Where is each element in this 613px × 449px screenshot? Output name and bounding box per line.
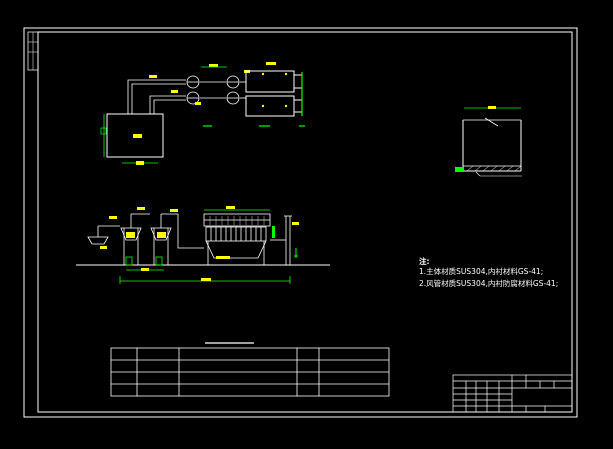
notes-heading: 注: [419,257,430,266]
elevation-view [76,206,330,284]
exhaust-stack [270,215,292,265]
materials-table [110,342,390,397]
notes-line-1: 1.主体材质SUS304,内衬材料GS-41; [419,267,544,276]
notes-line-2: 2.风管材质SUS304,内衬防腐材料GS-41; [419,279,559,288]
scrubber-tower-1 [120,213,150,265]
plan-view [100,62,305,165]
section-detail [455,106,522,177]
drawing-frame [23,27,578,418]
main-unit [203,213,271,265]
title-block [452,374,573,413]
plan-tank [106,113,164,158]
scrubber-tower-2 [150,213,204,265]
plan-equipment [245,70,302,117]
plan-fans [186,75,240,105]
plan-duct [127,79,246,114]
